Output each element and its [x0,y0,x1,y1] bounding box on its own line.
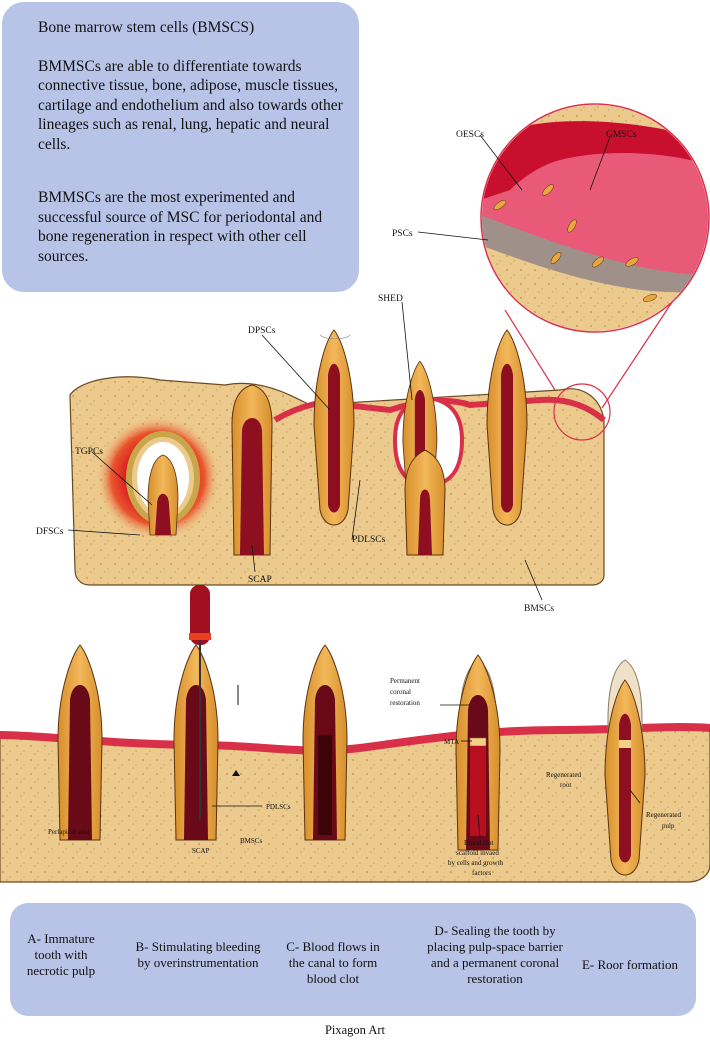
info-paragraph-1: BMMSCs are able to differentiate towards… [38,57,343,153]
label-pdlscs-bottom: PDLSCs [266,803,291,811]
label-clot-1: Blood clot [464,839,493,847]
tooth-scap [231,384,273,556]
info-title: Bone marrow stem cells (BMSCS) [38,19,255,36]
bmscs-info-box: Bone marrow stem cells (BMSCS) BMMSCs ar… [2,2,359,292]
label-clot-2: scaffold invaed [456,849,499,857]
label-scap-bottom: SCAP [192,847,210,855]
stage-a: A- Immature tooth with necrotic pulp [26,931,96,978]
label-dfscs: DFSCs [36,527,64,537]
label-shed: SHED [378,294,403,304]
stages-box: A- Immature tooth with necrotic pulp B- … [10,903,696,1016]
tooth-pdl [486,329,528,526]
top-labels [67,134,611,601]
label-regen-pulp-2: pulp [662,822,675,830]
label-periapical: Periapical area [48,828,90,836]
label-bmscs-top: BMSCs [524,604,554,614]
label-permanent-3: restoration [390,699,420,707]
stage-c: C- Blood flows in the canal to form bloo… [286,939,380,986]
tooth-stage-b [173,585,240,841]
tooth-stage-c [302,644,348,841]
label-dpscs: DPSCs [248,326,276,336]
label-scap-top: SCAP [248,575,272,585]
tooth-stage-d [455,654,501,851]
label-regen-root-2: root [560,781,571,789]
bottom-leaders [212,704,641,839]
stage-b: B- Stimulating bleeding by overinstrumen… [135,939,261,970]
tooth-dpsc [313,329,355,526]
label-clot-4: factors [472,869,491,877]
label-regen-pulp-1: Regenerated [646,811,681,819]
tooth-stage-e [604,659,646,876]
label-mta: MTA [444,738,459,746]
label-permanent-2: coronal [390,688,411,696]
label-regen-root-1: Regenerated [546,771,581,779]
tooth-shed [392,360,465,556]
label-tgpcs: TGPCs [75,447,103,457]
label-oescs: OESCs [456,130,484,140]
info-paragraph-2: BMMSCs are the most experimented and suc… [38,189,323,265]
label-pdlscs-top: PDLSCs [352,535,386,545]
top-jaw [69,329,611,586]
gingiva-inset [480,103,710,409]
label-permanent-1: Permanent [390,677,420,685]
stage-d: D- Sealing the tooth by placing pulp-spa… [427,923,563,986]
bottom-jaw [0,585,710,883]
stage-e: E- Roor formation [581,957,679,972]
label-clot-3: by cells and growth [448,859,504,867]
label-bmscs-bottom: BMSCs [240,837,262,845]
tooth-stage-a [57,644,103,841]
label-gmscs: GMSCs [606,130,637,140]
credit: Pixagon Art [324,1023,386,1037]
label-pscs: PSCs [392,229,413,239]
